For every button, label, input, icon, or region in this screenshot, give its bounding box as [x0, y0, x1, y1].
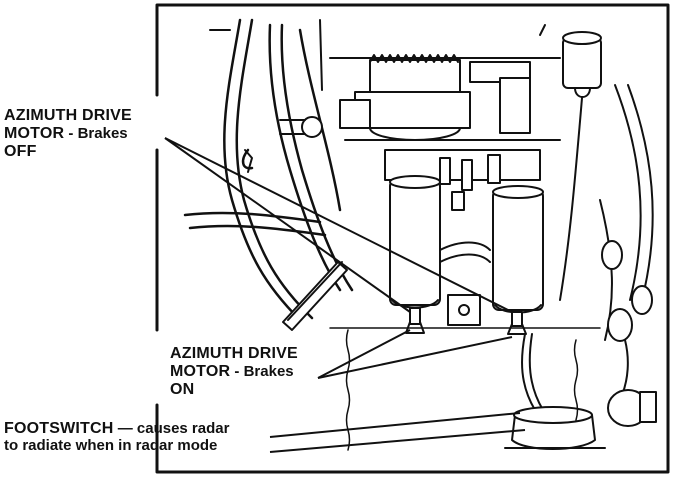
- label-footswitch-desc2: to radiate when in radar mode: [4, 436, 218, 454]
- round-connector: [607, 389, 657, 427]
- label-footswitch: FOOTSWITCH — causes radar to radiate whe…: [4, 420, 229, 455]
- drive-gear-housing: [279, 54, 561, 141]
- cable-bundle-left: [183, 18, 354, 322]
- fluid-reservoir: [539, 24, 602, 301]
- label-off-line1: AZIMUTH DRIVE: [4, 107, 132, 124]
- leader-off-to-left-motor: [164, 137, 411, 313]
- label-on-state: ON: [170, 380, 195, 398]
- label-footswitch-title: FOOTSWITCH: [4, 420, 114, 437]
- leader-footswitch-line1: [269, 412, 521, 438]
- footswitch-cable: [521, 333, 544, 411]
- motor-mount-bracket: [344, 139, 561, 211]
- label-on-motor: MOTOR: [170, 362, 231, 380]
- label-azimuth-motor-brakes-off: AZIMUTH DRIVE MOTOR - Brakes OFF: [4, 107, 132, 161]
- azimuth-motor-right: [492, 185, 544, 335]
- label-on-brakes: - Brakes: [230, 362, 294, 380]
- footswitch: [504, 406, 606, 450]
- label-off-brakes: - Brakes: [64, 124, 128, 142]
- side-bracket: [209, 19, 323, 173]
- support-strut: [282, 261, 348, 331]
- leader-on-to-left-brake: [317, 329, 411, 379]
- panel-frame: [155, 3, 670, 474]
- cable-bundle-right: [599, 84, 654, 396]
- center-clamp: [439, 241, 491, 326]
- leader-lines: [164, 137, 526, 453]
- label-on-line1: AZIMUTH DRIVE: [170, 345, 298, 362]
- label-off-motor: MOTOR: [4, 124, 65, 142]
- label-azimuth-motor-brakes-on: AZIMUTH DRIVE MOTOR - Brakes ON: [170, 345, 298, 399]
- azimuth-motor-left: [389, 175, 441, 334]
- label-footswitch-desc1: — causes radar: [113, 420, 230, 437]
- label-off-state: OFF: [4, 142, 37, 160]
- leader-off-to-right-motor: [164, 137, 513, 313]
- leader-footswitch-line2: [269, 429, 526, 453]
- leader-on-to-right-brake: [317, 336, 513, 379]
